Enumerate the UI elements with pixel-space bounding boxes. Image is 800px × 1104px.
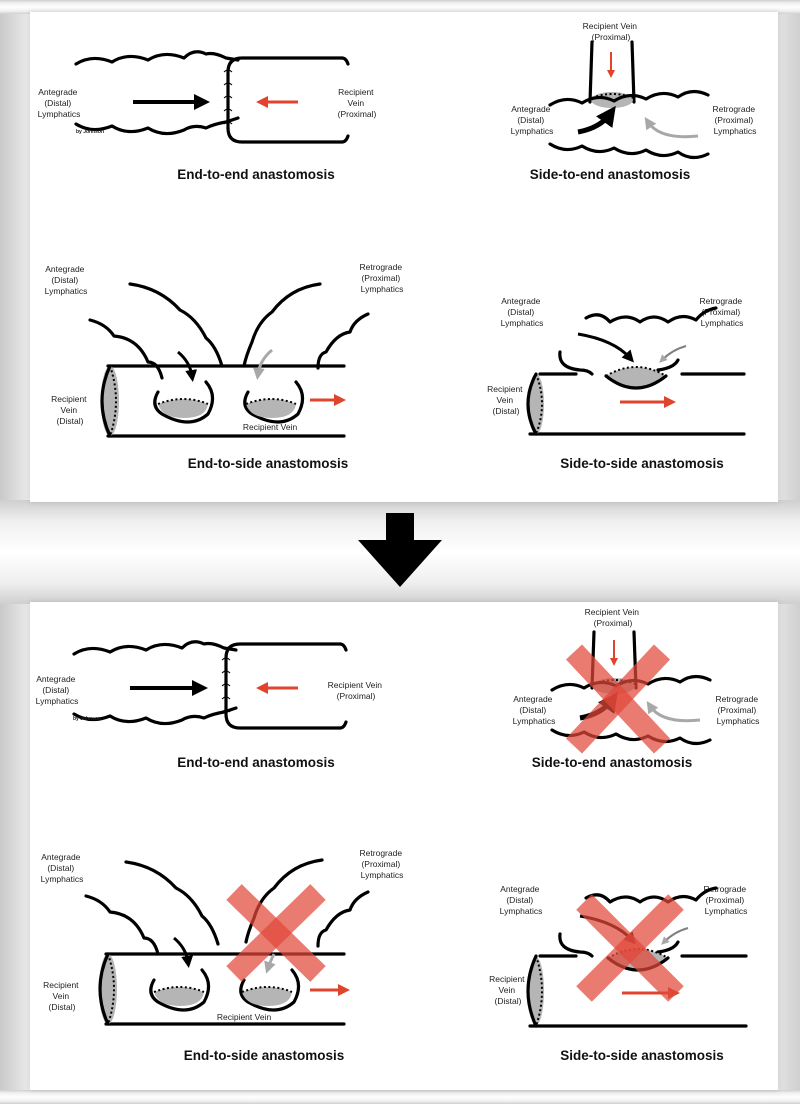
lymphatic-vessel-bottom-wall bbox=[558, 932, 680, 958]
end-to-side-title: End-to-side anastomosis bbox=[184, 1048, 345, 1063]
end-to-end-title: End-to-end anastomosis bbox=[177, 167, 335, 182]
retrograde-label: Retrograde (Proximal) Lymphatics bbox=[713, 104, 758, 136]
panel-before: Antegrade (Distal) Lymphatics by Johnson… bbox=[30, 12, 778, 502]
recipient-vein-wall bbox=[226, 56, 344, 144]
antegrade-lymphatic-vessel bbox=[84, 860, 220, 956]
side-to-end-title: Side-to-end anastomosis bbox=[530, 167, 691, 182]
anastomosis-site-retrograde bbox=[246, 399, 296, 418]
side-to-side-title: Side-to-side anastomosis bbox=[560, 1048, 724, 1063]
credit-label: by Johnson bbox=[73, 716, 101, 722]
antegrade-flow-arrow bbox=[577, 105, 616, 135]
antegrade-anastomosis-bulb bbox=[153, 380, 215, 424]
down-arrow-icon bbox=[358, 513, 442, 587]
end-to-side-diagram: Antegrade (Distal) Lymphatics Retrograde… bbox=[45, 262, 405, 471]
retrograde-flow-arrow bbox=[644, 117, 699, 139]
vein-cut-end bbox=[101, 366, 119, 436]
retrograde-anastomosis-bulb bbox=[243, 380, 305, 424]
recipient-vein-label: Recipient Vein bbox=[243, 422, 298, 432]
lymphatic-vessel-bottom-wall bbox=[74, 116, 240, 136]
retrograde-flow-arrow bbox=[659, 345, 687, 363]
recipient-vein-proximal-label: Recipient Vein (Proximal) bbox=[585, 607, 642, 628]
lymphatic-vessel-top-wall bbox=[74, 50, 240, 66]
vein-cut-end bbox=[99, 954, 117, 1024]
side-to-end-diagram: Recipient Vein (Proximal) Antegrade (Dis… bbox=[513, 607, 761, 770]
anastomosis-site bbox=[606, 367, 666, 388]
background-band-top bbox=[0, 0, 800, 14]
retrograde-flow-arrow bbox=[252, 348, 273, 380]
antegrade-label: Antegrade (Distal) Lymphatics bbox=[501, 296, 544, 328]
end-to-end-diagram: Antegrade (Distal) Lymphatics by Johnson… bbox=[36, 640, 385, 770]
side-to-end-diagram: Recipient Vein (Proximal) Antegrade (Dis… bbox=[511, 21, 758, 182]
background-band-bottom bbox=[0, 1090, 800, 1104]
sutures bbox=[223, 69, 233, 125]
lymphatic-vessel-bottom-wall bbox=[548, 142, 710, 160]
antegrade-label: Antegrade (Distal) Lymphatics bbox=[41, 852, 84, 884]
side-to-side-title: Side-to-side anastomosis bbox=[560, 456, 724, 471]
lymphatic-vessel-bottom-wall bbox=[558, 350, 680, 376]
antegrade-lymphatic-vessel bbox=[88, 282, 224, 380]
recipient-vein-proximal-label: Recipient Vein (Proximal) bbox=[583, 21, 640, 42]
vein-cuff-bottom bbox=[340, 134, 350, 144]
retrograde-lymphatic-vessel bbox=[242, 282, 370, 370]
recipient-vein-stump bbox=[588, 40, 636, 104]
antegrade-label: Antegrade (Distal) Lymphatics bbox=[513, 694, 556, 726]
end-to-side-diagram: Antegrade (Distal) Lymphatics Retrograde… bbox=[41, 848, 405, 1063]
anastomosis-site-antegrade bbox=[154, 987, 204, 1006]
recipient-vein-label: Recipient Vein (Proximal) bbox=[328, 680, 385, 701]
diagram-after: Antegrade (Distal) Lymphatics by Johnson… bbox=[36, 607, 761, 1063]
vein-cuff-top bbox=[340, 56, 350, 66]
recipient-vein-distal-label: Recipient Vein (Distal) bbox=[487, 384, 525, 416]
antegrade-label: Antegrade (Distal) Lymphatics bbox=[511, 104, 554, 136]
recipient-vein-label: Recipient Vein (Proximal) bbox=[338, 87, 377, 119]
side-to-side-diagram: Antegrade (Distal) Lymphatics Retrograde… bbox=[489, 884, 748, 1063]
anastomosis-site-retrograde bbox=[242, 987, 292, 1006]
retrograde-label: Retrograde (Proximal) Lymphatics bbox=[360, 262, 405, 294]
recipient-vein-distal-label: Recipient Vein (Distal) bbox=[51, 394, 89, 426]
antegrade-anastomosis-bulb bbox=[149, 968, 211, 1012]
retrograde-label: Retrograde (Proximal) Lymphatics bbox=[360, 848, 405, 880]
retrograde-label: Retrograde (Proximal) Lymphatics bbox=[704, 884, 749, 916]
end-to-end-title: End-to-end anastomosis bbox=[177, 755, 335, 770]
retrograde-label: Retrograde (Proximal) Lymphatics bbox=[700, 296, 745, 328]
cross-mark-icon bbox=[226, 884, 326, 982]
retrograde-anastomosis-bulb bbox=[239, 968, 301, 1012]
panel-after: Antegrade (Distal) Lymphatics by Johnson… bbox=[30, 602, 778, 1090]
diagram-before: Antegrade (Distal) Lymphatics by Johnson… bbox=[38, 21, 758, 471]
recipient-vein-label: Recipient Vein bbox=[217, 1012, 272, 1022]
antegrade-flow-arrow bbox=[173, 936, 194, 968]
retrograde-lymphatic-vessel bbox=[244, 858, 370, 948]
retrograde-flow-arrow bbox=[661, 927, 689, 945]
lymphatic-vessel-top-wall bbox=[548, 89, 710, 107]
lymphatic-vessel-top-wall bbox=[584, 306, 718, 324]
antegrade-flow-arrow bbox=[177, 350, 198, 382]
retrograde-label: Retrograde (Proximal) Lymphatics bbox=[716, 694, 761, 726]
cross-mark-icon bbox=[576, 894, 684, 1002]
side-to-side-diagram: Antegrade (Distal) Lymphatics Retrograde… bbox=[487, 296, 746, 471]
recipient-vein-distal-label: Recipient Vein (Distal) bbox=[43, 980, 81, 1012]
antegrade-label: Antegrade (Distal) Lymphatics bbox=[38, 87, 81, 119]
retrograde-flow-arrow bbox=[646, 701, 701, 723]
side-to-end-title: Side-to-end anastomosis bbox=[532, 755, 693, 770]
antegrade-label: Antegrade (Distal) Lymphatics bbox=[45, 264, 88, 296]
retrograde-flow-arrow bbox=[264, 953, 276, 974]
anastomosis-site-antegrade bbox=[158, 399, 208, 418]
lymphatic-vessel-top-wall bbox=[584, 886, 718, 904]
antegrade-flow-arrow bbox=[577, 332, 634, 363]
antegrade-label: Antegrade (Distal) Lymphatics bbox=[500, 884, 543, 916]
lymphatic-vessel-bottom-wall bbox=[72, 706, 238, 726]
recipient-vein-wall bbox=[224, 642, 342, 730]
antegrade-label: Antegrade (Distal) Lymphatics bbox=[36, 674, 79, 706]
cross-mark-icon bbox=[565, 644, 671, 754]
credit-label: by Johnson bbox=[76, 129, 104, 135]
sutures bbox=[221, 657, 231, 713]
lymphatic-vessel-top-wall bbox=[72, 640, 238, 656]
recipient-vein-distal-label: Recipient Vein (Distal) bbox=[489, 974, 527, 1006]
end-to-side-title: End-to-side anastomosis bbox=[188, 456, 349, 471]
end-to-end-diagram: Antegrade (Distal) Lymphatics by Johnson… bbox=[38, 50, 377, 182]
